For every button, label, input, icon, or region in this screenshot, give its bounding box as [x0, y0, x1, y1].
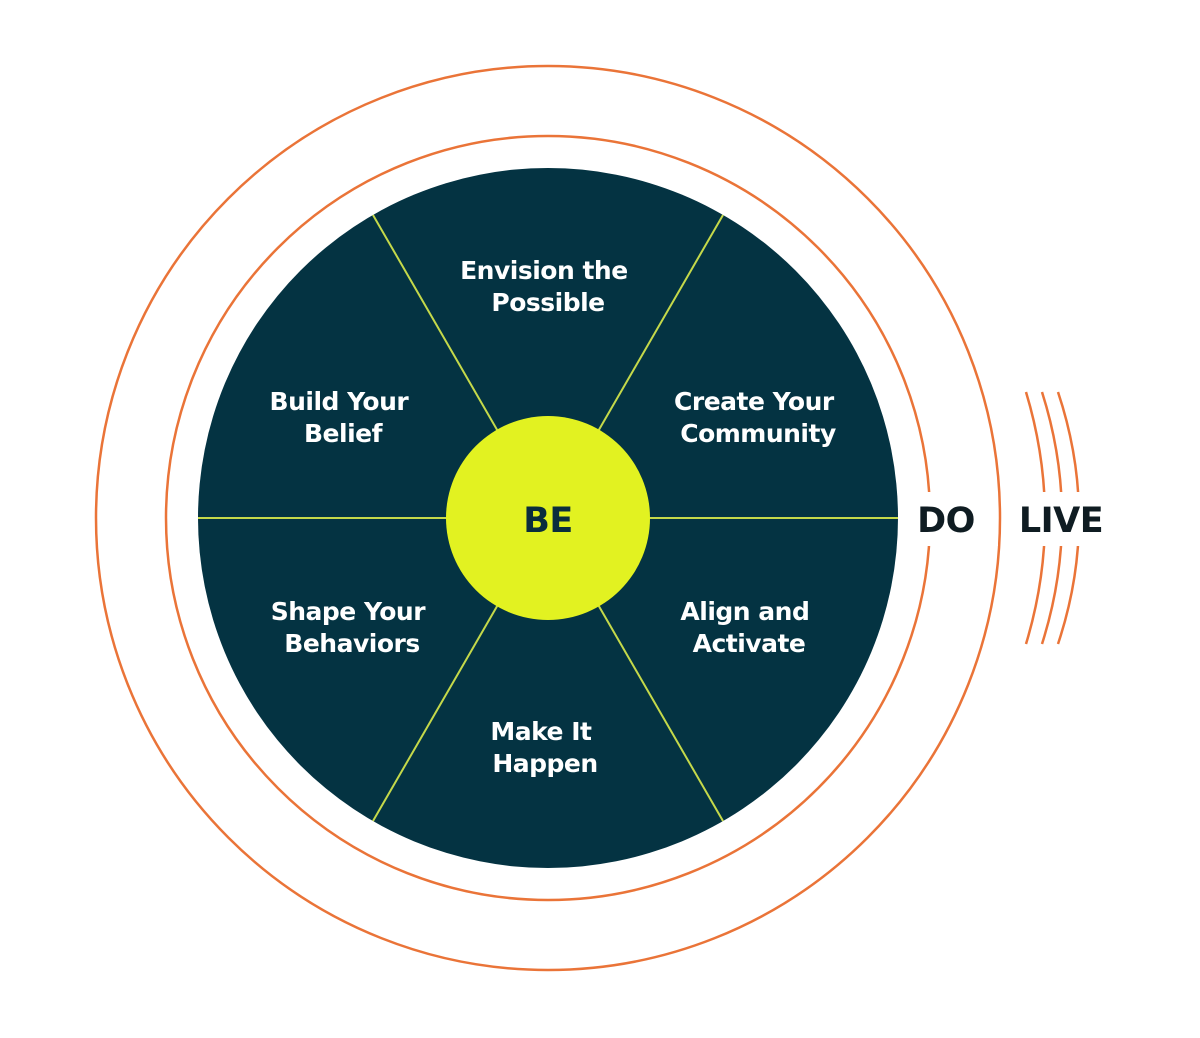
- segment-label-align-activate: Align and Activate: [680, 597, 817, 658]
- live-ring: [94, 64, 1002, 972]
- segment-label-create-community: Create Your Community: [674, 387, 842, 448]
- do-label: DO: [917, 501, 975, 541]
- segment-label-build-belief: Build Your Belief: [270, 387, 417, 448]
- live-label: LIVE: [1019, 501, 1103, 541]
- be-center-circle: [446, 416, 650, 620]
- be-label: BE: [523, 501, 573, 541]
- do-label-gap: [908, 492, 998, 546]
- live-label-gap: [1012, 492, 1112, 546]
- segment-label-envision: Envision the Possible: [460, 256, 636, 317]
- segment-label-make-it-happen: Make It Happen: [490, 717, 599, 778]
- segment-label-shape-behaviors: Shape Your Behaviors: [271, 597, 434, 658]
